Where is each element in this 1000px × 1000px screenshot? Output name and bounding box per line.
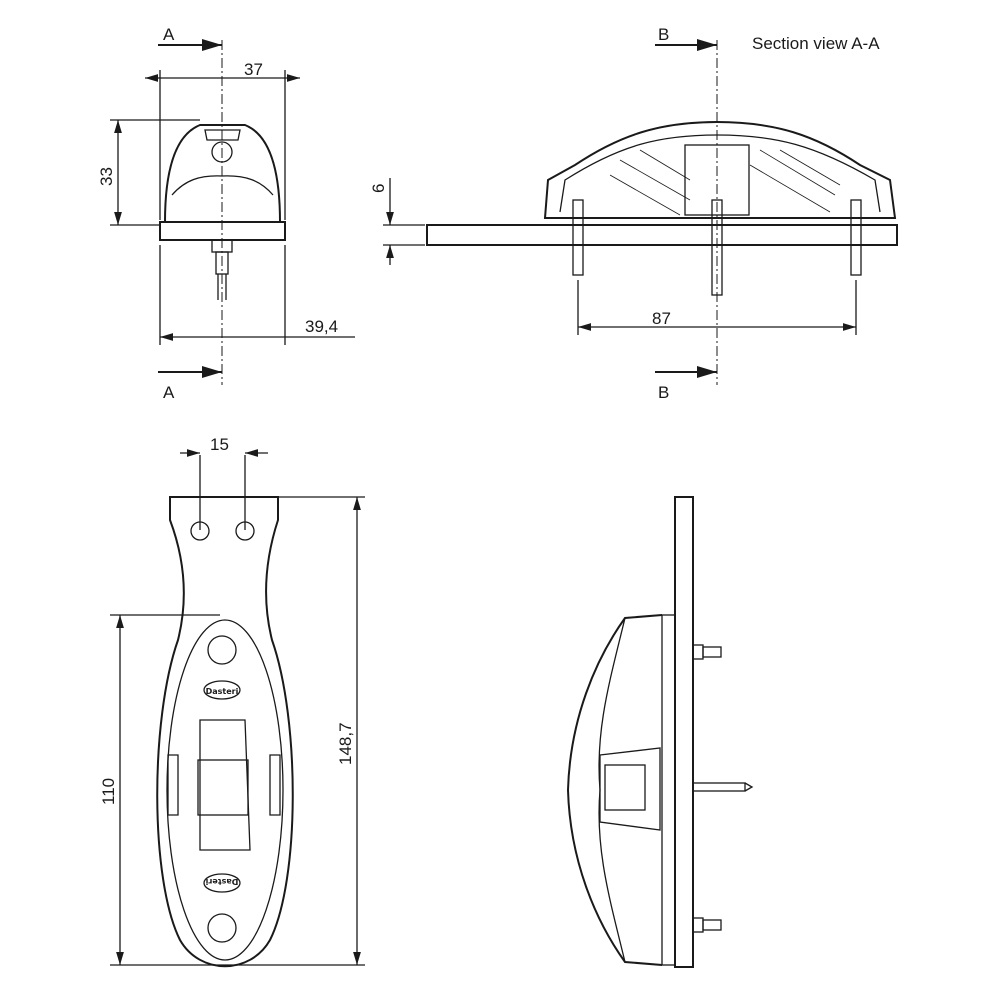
section-b-label-bottom: B (658, 383, 669, 402)
logo-bottom: Dasteri (205, 877, 238, 886)
section-view (383, 39, 898, 385)
logo-top: Dasteri (206, 687, 239, 696)
dim-height-front: 33 (97, 167, 116, 186)
dim-plate-thickness: 6 (369, 184, 388, 193)
section-b-label-top: B (658, 25, 669, 44)
front-view (110, 39, 355, 385)
dim-width-front: 37 (244, 60, 263, 79)
section-a-label-top: A (163, 25, 175, 44)
dim-body-length: 110 (99, 778, 118, 805)
dim-total-length: 148,7 (336, 722, 355, 765)
side-view (566, 496, 754, 968)
dim-base-width: 39,4 (305, 317, 338, 336)
dim-stud-spacing: 87 (652, 309, 671, 328)
section-view-title: Section view A-A (752, 34, 880, 53)
top-view (110, 449, 365, 968)
section-a-label-bottom: A (163, 383, 175, 402)
dim-hole-spacing: 15 (210, 435, 229, 454)
